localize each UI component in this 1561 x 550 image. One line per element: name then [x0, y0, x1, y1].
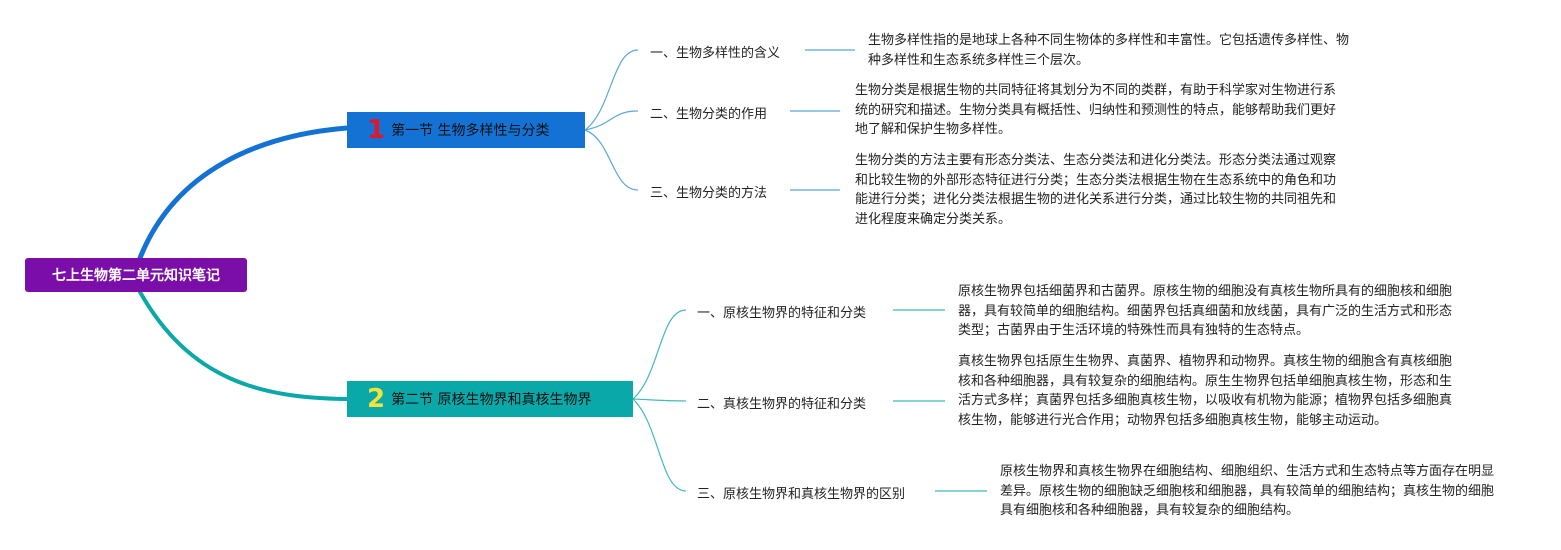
section-1-topic-2-desc: 生物分类是根据生物的共同特征将其划分为不同的类群，有助于科学家对生物进行系统的研…	[855, 83, 1337, 137]
section-2-topic-1[interactable]: 一、原核生物界的特征和分类	[697, 306, 867, 321]
number-1-badge: 1	[367, 115, 386, 145]
section-2-topic-3[interactable]: 三、原核生物界和真核生物界的区别	[697, 487, 906, 502]
number-2-badge: 2	[367, 384, 386, 414]
section-1-topic-2[interactable]: 二、生物分类的作用	[650, 107, 768, 122]
root-to-section2-link	[138, 290, 349, 401]
section-1-topic-3-desc: 生物分类的方法主要有形态分类法、生态分类法和进化分类法。形态分类法通过观察和比较…	[855, 153, 1337, 227]
section-1-topic-1[interactable]: 一、生物多样性的含义	[650, 46, 781, 61]
section-2-node[interactable]: 2 第二节 原核生物界和真核生物界	[347, 381, 633, 417]
root-to-section1-link	[137, 125, 350, 261]
section-2-topic-2[interactable]: 二、真核生物界的特征和分类	[697, 397, 867, 412]
section-2-title: 第二节 原核生物界和真核生物界	[391, 392, 592, 408]
section-2-topic-3-desc: 原核生物界和真核生物界在细胞结构、细胞组织、生活方式和生态特点等方面存在明显差异…	[1000, 464, 1495, 518]
section1-branch-2	[584, 110, 639, 131]
section2-branch-2	[632, 398, 687, 402]
section2-branch-1	[632, 309, 687, 400]
section-1-title: 第一节 生物多样性与分类	[391, 123, 550, 139]
section1-branch-3	[584, 129, 639, 191]
section-1-topic-3[interactable]: 三、生物分类的方法	[650, 186, 768, 201]
section1-branch-1	[584, 49, 639, 131]
section-1-topic-1-desc: 生物多样性指的是地球上各种不同生物体的多样性和丰富性。它包括遗传多样性、物种多样…	[868, 33, 1350, 68]
section-2-topic-1-desc: 原核生物界包括细菌界和古菌界。原核生物的细胞没有真核生物所具有的细胞核和细胞器，…	[958, 284, 1453, 338]
section2-branch-3	[632, 398, 687, 492]
section-2-topic-2-desc: 真核生物界包括原生生物界、真菌界、植物界和动物界。真核生物的细胞含有真核细胞核和…	[958, 354, 1453, 428]
section-1-node[interactable]: 1 第一节 生物多样性与分类	[347, 112, 585, 148]
root-topic[interactable]: 七上生物第二单元知识笔记	[25, 258, 247, 292]
